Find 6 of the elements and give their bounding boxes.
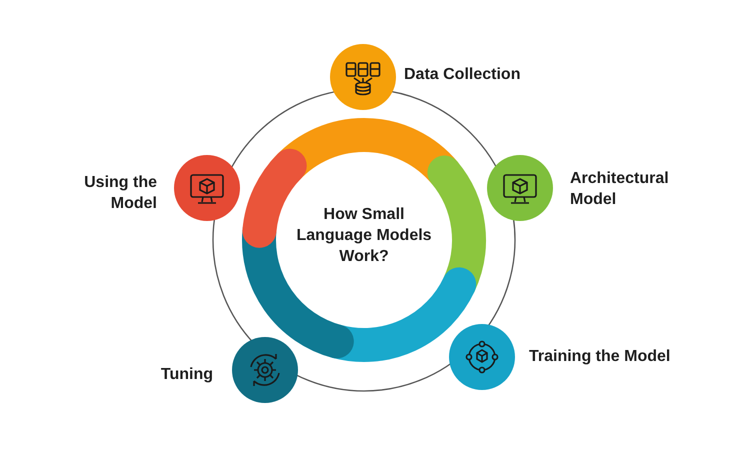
stage-label: Data Collection — [404, 65, 522, 85]
stage-label: Tuning — [160, 365, 213, 385]
stage-label: Architectural Model — [570, 169, 670, 210]
center-heading: How Small Language Models Work? — [295, 205, 433, 267]
stage-label: Training the Model — [529, 347, 672, 367]
stage-label: Using the Model — [83, 173, 157, 214]
